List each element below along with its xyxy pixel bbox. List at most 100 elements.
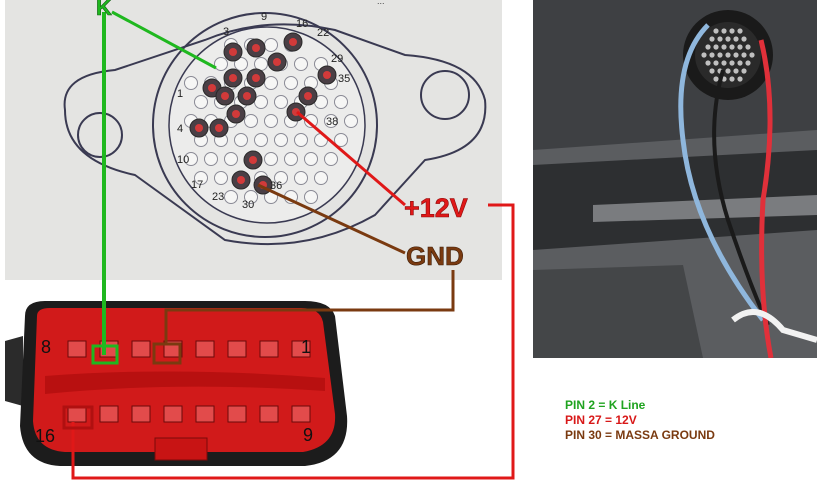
pin-hole — [234, 133, 248, 147]
pin-label-10: 10 — [177, 154, 189, 166]
vehicle-photo-drawing — [533, 0, 817, 358]
pin-label-38: 38 — [326, 116, 338, 128]
harness-pin — [737, 28, 743, 34]
obd-pin-row — [45, 340, 325, 423]
harness-pin — [729, 28, 735, 34]
ground-callout: GND — [406, 241, 464, 271]
harness-pin — [717, 36, 723, 42]
pin-hole — [304, 152, 318, 166]
pin-hole — [254, 133, 268, 147]
obd-label-1: 1 — [301, 337, 311, 357]
harness-pin — [725, 52, 731, 58]
pin-label-29: 29 — [331, 53, 343, 65]
harness-pin — [705, 60, 711, 66]
harness-pin — [737, 60, 743, 66]
harness-pin — [733, 68, 739, 74]
marked-pin-dot — [229, 74, 237, 82]
obd-drawing: 8 1 16 9 — [5, 301, 348, 466]
marked-pin-dot — [215, 124, 223, 132]
harness-pin — [733, 36, 739, 42]
pin-hole — [274, 95, 288, 109]
white-wire — [731, 309, 817, 343]
obd-pin-16-marker — [62, 405, 94, 430]
pin-hole — [284, 152, 298, 166]
pin-label-36: 36 — [270, 180, 282, 192]
marked-pin-dot — [249, 156, 257, 164]
marked-pin-dot — [243, 92, 251, 100]
pin-label-30: 30 — [242, 199, 254, 211]
pin-hole — [194, 171, 208, 185]
harness-pin — [709, 36, 715, 42]
harness-pin — [713, 76, 719, 82]
connector-flange — [63, 23, 487, 246]
pin-hole — [214, 57, 228, 71]
marked-pin-dot — [289, 38, 297, 46]
obd-pin-slot-top — [291, 340, 311, 358]
harness-pin — [713, 60, 719, 66]
harness-pin — [741, 36, 747, 42]
pin-hole — [284, 76, 298, 90]
obd-pin-slot-top — [259, 340, 279, 358]
pin-label-23: 23 — [212, 191, 224, 203]
pin-label-9: 9 — [261, 11, 267, 23]
obd-pin-5-marker — [152, 342, 182, 365]
marked-pin-dot — [323, 71, 331, 79]
obd-pin-slot-bottom — [227, 405, 247, 423]
marked-pin-dot — [195, 124, 203, 132]
marked-pin-dot — [252, 44, 260, 52]
obd-cable-stub — [5, 336, 23, 406]
harness-pin — [701, 52, 707, 58]
harness-pin — [725, 36, 731, 42]
marked-pin-dot — [221, 92, 229, 100]
ground-line-diagonal — [257, 183, 406, 255]
pin-hole — [184, 152, 198, 166]
obd-pin-slot-top — [131, 340, 151, 358]
pin-hole — [294, 133, 308, 147]
pin-hole — [294, 57, 308, 71]
pin-hole — [304, 190, 318, 204]
obd-label-8: 8 — [41, 337, 51, 357]
harness-pin — [721, 60, 727, 66]
watermark: ... — [377, 0, 385, 6]
pin-label-16: 16 — [296, 18, 308, 30]
obd-connector: 8 1 16 9 — [5, 296, 350, 471]
pin-hole — [274, 171, 288, 185]
harness-pin — [745, 60, 751, 66]
mount-hole-right — [420, 70, 470, 120]
pin-hole — [244, 190, 258, 204]
pin-label-4: 4 — [177, 123, 183, 135]
obd-label-9: 9 — [303, 425, 313, 445]
harness-pin — [737, 44, 743, 50]
pin-hole — [324, 114, 338, 128]
harness-pin — [729, 76, 735, 82]
harness-pin — [705, 44, 711, 50]
harness-pin — [749, 52, 755, 58]
pin-label-35: 35 — [338, 73, 350, 85]
pin-hole — [344, 114, 358, 128]
pin-label-22: 22 — [317, 27, 329, 39]
harness-pin — [721, 44, 727, 50]
pin-legend: PIN 2 = K Line PIN 27 = 12V PIN 30 = MAS… — [565, 398, 715, 443]
marked-pin-dot — [208, 84, 216, 92]
obd-pin-slot-bottom — [131, 405, 151, 423]
obd-pin-slot-bottom — [99, 405, 119, 423]
harness-pin — [713, 28, 719, 34]
blue-wire — [678, 23, 765, 322]
pin-hole — [334, 95, 348, 109]
pin-label-3: 3 — [223, 26, 229, 38]
harness-pin — [725, 68, 731, 74]
harness-pin — [721, 28, 727, 34]
obd-pin-7-marker — [91, 344, 119, 365]
harness-pin — [733, 52, 739, 58]
pin-label-17: 17 — [191, 179, 203, 191]
harness-pin — [717, 52, 723, 58]
pin-hole — [304, 114, 318, 128]
pin-hole — [184, 76, 198, 90]
obd-pin-slot-bottom — [195, 405, 215, 423]
harness-pin — [737, 76, 743, 82]
harness-pin — [709, 68, 715, 74]
obd-label-16: 16 — [35, 426, 55, 446]
legend-ground: PIN 30 = MASSA GROUND — [565, 428, 715, 442]
pin-hole — [294, 171, 308, 185]
